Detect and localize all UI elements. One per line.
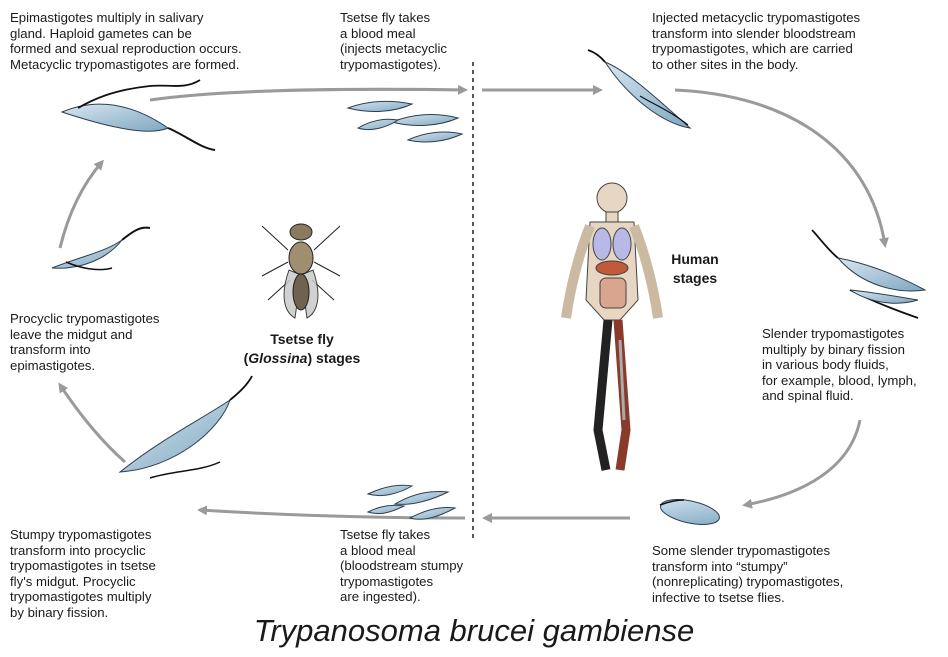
- parasite-metacyclic-group: [348, 101, 462, 142]
- human-stages-label: Human stages: [660, 250, 730, 288]
- caption-slender: Slender trypomastigotes multiply by bina…: [762, 326, 917, 404]
- tsetse-fly-illustration: [262, 224, 340, 318]
- tsetse-fly-stages-label: Tsetse fly (Glossina) stages: [228, 330, 376, 368]
- arrow-to-blood-meal-top: [150, 89, 465, 100]
- parasite-stumpy-human: [658, 495, 721, 529]
- caption-procyclic: Procyclic trypomastigotes leave the midg…: [10, 311, 160, 373]
- fly-stage-line2: (Glossina) stages: [228, 349, 376, 368]
- arrow-to-slender: [675, 90, 885, 245]
- caption-stumpy: Stumpy trypomastigotes transform into pr…: [10, 527, 156, 621]
- human-stage-line1: Human: [660, 250, 730, 269]
- fly-stage-line1: Tsetse fly: [228, 330, 376, 349]
- arrow-to-epimastigotes: [60, 162, 102, 248]
- human-figure-illustration: [566, 183, 658, 470]
- human-stage-line2: stages: [660, 269, 730, 288]
- parasite-epimastigote-2: [52, 228, 150, 270]
- parasite-epimastigote: [62, 80, 215, 150]
- arrow-to-stumpy-human: [745, 420, 860, 505]
- caption-blood-meal-top: Tsetse fly takes a blood meal (injects m…: [340, 10, 447, 72]
- caption-slender-to-stumpy: Some slender trypomastigotes transform i…: [652, 543, 843, 605]
- fly-genus: Glossina: [248, 350, 307, 366]
- caption-injected: Injected metacyclic trypomastigotes tran…: [652, 10, 860, 72]
- caption-blood-meal-bottom: Tsetse fly takes a blood meal (bloodstre…: [340, 527, 463, 605]
- parasite-stumpy-group: [368, 485, 455, 519]
- arrow-to-procyclic: [60, 385, 125, 462]
- caption-epimastigotes: Epimastigotes multiply in salivary gland…: [10, 10, 242, 72]
- diagram-title: Trypanosoma brucei gambiense: [0, 613, 948, 649]
- parasite-slender: [812, 230, 925, 318]
- parasite-procyclic: [120, 376, 252, 478]
